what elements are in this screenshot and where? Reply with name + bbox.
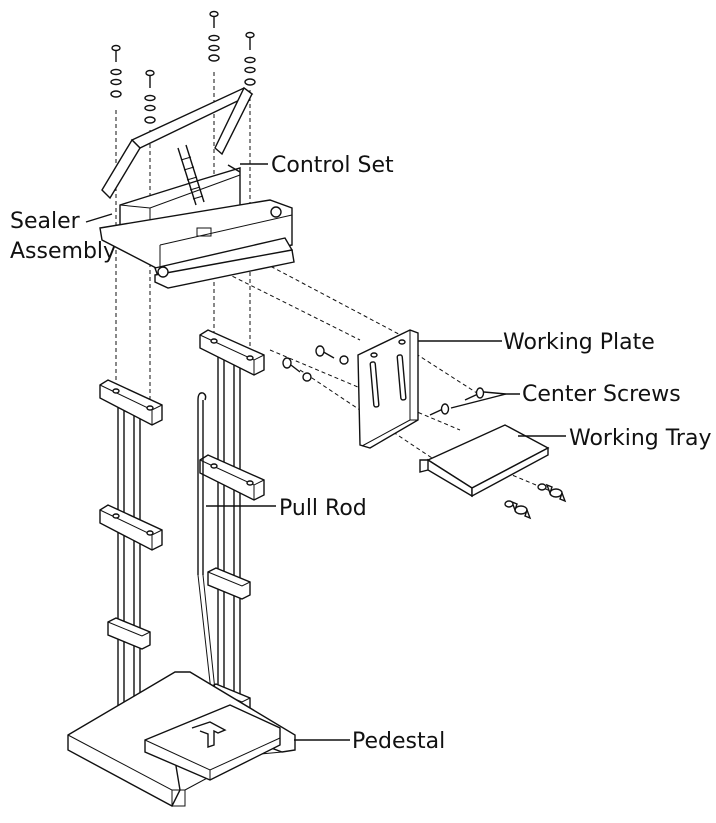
- pull-rod: [197, 392, 217, 701]
- sealer-screw-stack-1: [110, 44, 122, 98]
- pull-rod-label: Pull Rod: [279, 496, 367, 521]
- working-tray: [419, 424, 550, 498]
- pedestal-label: Pedestal: [352, 729, 445, 754]
- working-plate-label: Working Plate: [503, 330, 655, 355]
- sealer-screw-stack-4: [244, 31, 256, 86]
- leader-lines: [85, 163, 566, 741]
- sealer-assembly-label-line2: Assembly: [10, 239, 116, 264]
- plate-screws-left: [282, 345, 349, 382]
- working-tray-label: Working Tray: [569, 426, 711, 451]
- control-set-label: Control Set: [271, 153, 394, 178]
- sealer-assembly: [99, 86, 295, 289]
- sealer-screw-stack-3: [208, 10, 220, 62]
- sealer-screw-stack-2: [144, 69, 156, 124]
- control-set-spring: [177, 144, 205, 206]
- center-screws-label: Center Screws: [522, 382, 681, 407]
- wing-nuts: [504, 483, 567, 520]
- pedestal: [67, 671, 296, 807]
- sealer-assembly-label-line1: Sealer: [10, 209, 81, 234]
- center-screws: [429, 387, 485, 416]
- stand-right-column: [199, 329, 265, 717]
- working-plate: [357, 329, 419, 449]
